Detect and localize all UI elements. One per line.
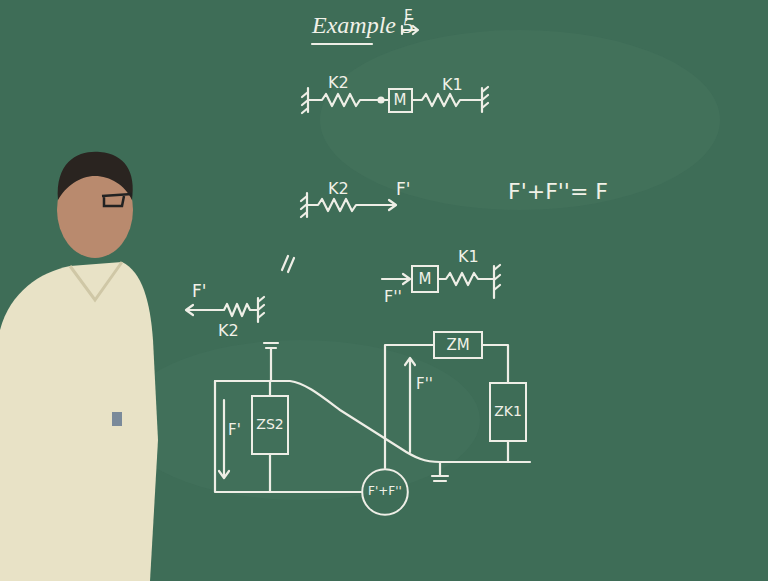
spring-symbol — [439, 273, 494, 285]
person-shirt — [0, 262, 158, 581]
variable-label: K1 — [458, 248, 479, 266]
equivalence-mark — [282, 256, 294, 272]
node-text: ZM — [446, 337, 469, 354]
example-title: Example 5 — [312, 12, 414, 38]
impedance-box: M — [388, 88, 413, 113]
spring-with-force — [307, 199, 396, 211]
wall — [258, 297, 264, 322]
spring-symbol — [218, 304, 258, 316]
ground-symbol — [432, 462, 448, 481]
wire — [215, 381, 530, 462]
impedance-box: ZS2 — [251, 395, 289, 455]
wire — [215, 381, 270, 492]
circuit-wire — [483, 345, 508, 382]
impedance-box: M — [411, 265, 439, 293]
impedance-box: ZK1 — [489, 382, 527, 442]
lapel-microphone — [112, 412, 122, 426]
person-glasses — [102, 194, 132, 206]
node-text: M — [394, 92, 407, 109]
through-variable-arrow — [405, 358, 415, 452]
title-underline — [312, 43, 372, 45]
spring-symbol — [308, 94, 378, 106]
node-text: ZS2 — [256, 417, 283, 432]
variable-label: K2 — [328, 74, 349, 92]
variable-label: F' — [396, 180, 410, 199]
variable-label: F'' — [384, 288, 402, 306]
variable-label: F' — [228, 422, 241, 439]
variable-label: K1 — [442, 76, 463, 94]
wire — [507, 442, 509, 462]
impedance-box: ZM — [433, 331, 483, 359]
circle-outline-shape — [362, 469, 408, 515]
chalk-smudge — [120, 340, 480, 500]
wire — [269, 381, 271, 395]
person-hair — [58, 152, 133, 200]
variable-label: F'' — [416, 376, 433, 393]
variable-label: K2 — [328, 180, 349, 198]
wall — [494, 265, 500, 298]
spring-symbol — [413, 94, 482, 106]
force-arrow — [382, 274, 410, 284]
shirt-collar — [70, 262, 122, 300]
circuit-wire — [385, 345, 433, 468]
circuit-wire — [270, 455, 361, 492]
node-text: F'+F'' — [368, 485, 402, 498]
through-variable-arrow — [219, 400, 229, 478]
chalk-smudge — [320, 30, 720, 210]
variable-label: K2 — [218, 322, 239, 340]
force-arrow — [186, 305, 218, 315]
variable-label: F'+F''= F — [508, 180, 608, 204]
variable-label: F' — [192, 282, 206, 301]
chalk-drawing — [186, 26, 530, 492]
node-text: ZK1 — [494, 404, 522, 419]
node-text: M — [419, 271, 432, 288]
variable-label: F — [404, 8, 413, 25]
ground-symbol — [264, 343, 278, 381]
wall — [482, 87, 488, 112]
source-circle: F'+F'' — [361, 468, 409, 516]
